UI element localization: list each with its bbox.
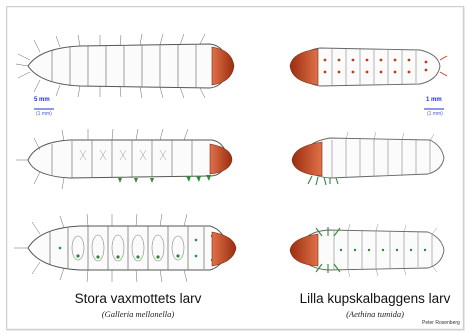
aethina-head-ventral bbox=[290, 234, 318, 266]
aethina-head-lateral bbox=[292, 142, 322, 176]
aethina-caption: Lilla kupskalbaggens larv bbox=[290, 291, 460, 306]
galleria-scale-sublabel: (1 mm) bbox=[36, 111, 52, 117]
galleria-caption: Stora vaxmottets larv bbox=[48, 291, 228, 306]
aethina-lateral-view bbox=[292, 132, 444, 185]
aethina-dorsal-view bbox=[290, 48, 447, 86]
galleria-scientific-name: (Galleria mellonella) bbox=[48, 309, 228, 319]
aethina-head-dorsal bbox=[290, 49, 318, 85]
galleria-head-lateral bbox=[210, 144, 232, 174]
aethina-scientific-name: (Aethina tumida) bbox=[290, 309, 460, 319]
galleria-head-ventral bbox=[212, 232, 236, 266]
aethina-scale-sublabel: (1 mm) bbox=[427, 111, 443, 117]
artist-credit: Peter Rosenberg bbox=[422, 320, 460, 326]
galleria-scale-label: 5 mm bbox=[34, 97, 50, 103]
galleria-lateral-view bbox=[16, 129, 232, 189]
aethina-ventral-view bbox=[290, 224, 444, 277]
galleria-head-dorsal bbox=[212, 47, 234, 85]
galleria-ventral-view bbox=[14, 214, 236, 282]
galleria-dorsal-view bbox=[16, 34, 234, 98]
aethina-scale-label: 1 mm bbox=[426, 97, 442, 103]
